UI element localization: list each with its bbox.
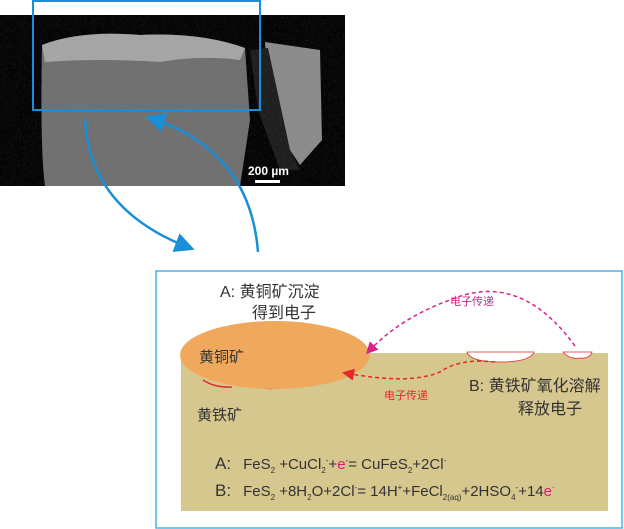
equation-b-label: B: — [215, 481, 232, 500]
label-pyrite: 黄铁矿 — [197, 407, 242, 424]
zoom-region-box — [32, 0, 261, 111]
label-chalcopyrite: 黄铜矿 — [199, 349, 244, 366]
dissolution-pit — [562, 351, 593, 359]
electron-transfer-arrow-top — [365, 290, 576, 355]
dissolution-pit — [202, 379, 233, 388]
label-a-title: A: 黄铜矿沉淀 — [220, 283, 320, 301]
eq-electron: e — [337, 456, 346, 473]
eq-term: FeS — [243, 483, 271, 500]
scale-bar-label: 200 µm — [248, 164, 289, 178]
eq-sub: 2 — [407, 466, 413, 475]
equation-a-label: A: — [215, 454, 232, 473]
eq-term: = 14H — [357, 483, 398, 500]
eq-sub: 2 — [321, 466, 326, 475]
dissolution-pit — [466, 351, 535, 363]
eq-sup: - — [443, 456, 447, 465]
equation-a: A:FeS2 +CuCl2-+e-= CuFeS2+2Cl- — [215, 454, 446, 475]
blue-arrow-down — [83, 119, 195, 253]
eq-sub: 2(aq) — [442, 493, 462, 502]
equation-b: B:FeS2 +8H2O+2Cl-= 14H++FeCl2(aq)+2HSO4-… — [215, 481, 555, 502]
label-electron-transfer-top: 电子传递 — [450, 294, 494, 308]
eq-sup: - — [551, 483, 555, 492]
electron-transfer-arrow-bottom — [342, 360, 496, 381]
eq-term: +14 — [518, 483, 544, 500]
eq-sup: + — [397, 483, 403, 492]
eq-electron: e — [543, 483, 552, 500]
pyrite-substrate — [181, 353, 608, 511]
sem-image: 200 µm — [0, 15, 345, 186]
eq-term: FeS — [243, 456, 271, 473]
eq-sub: 2 — [270, 493, 276, 502]
chalcopyrite-precipitate — [180, 321, 370, 389]
label-a-subtitle: 得到电子 — [252, 304, 316, 322]
eq-term: +2Cl — [412, 456, 444, 473]
eq-term: +FeCl — [402, 483, 443, 500]
eq-term: +CuCl — [275, 456, 322, 473]
eq-term: + — [328, 456, 338, 473]
scale-bar — [255, 180, 280, 183]
eq-sup: - — [345, 456, 349, 465]
label-electron-transfer-bottom: 电子传递 — [384, 388, 428, 402]
eq-term: O+2Cl — [311, 483, 355, 500]
eq-sub: 2 — [270, 466, 276, 475]
eq-term: +8H — [275, 483, 308, 500]
label-b-subtitle: 释放电子 — [518, 400, 582, 418]
eq-sub: 4 — [511, 493, 516, 502]
eq-term: +2HSO — [461, 483, 512, 500]
blue-arrow-up — [145, 113, 260, 253]
eq-sup: - — [325, 456, 329, 465]
label-b-title: B: 黄铁矿氧化溶解 — [469, 377, 601, 395]
eq-term: = CuFeS — [348, 456, 408, 473]
eq-sub: 2 — [307, 493, 312, 502]
eq-sup: - — [354, 483, 358, 492]
eq-sup: - — [515, 483, 519, 492]
